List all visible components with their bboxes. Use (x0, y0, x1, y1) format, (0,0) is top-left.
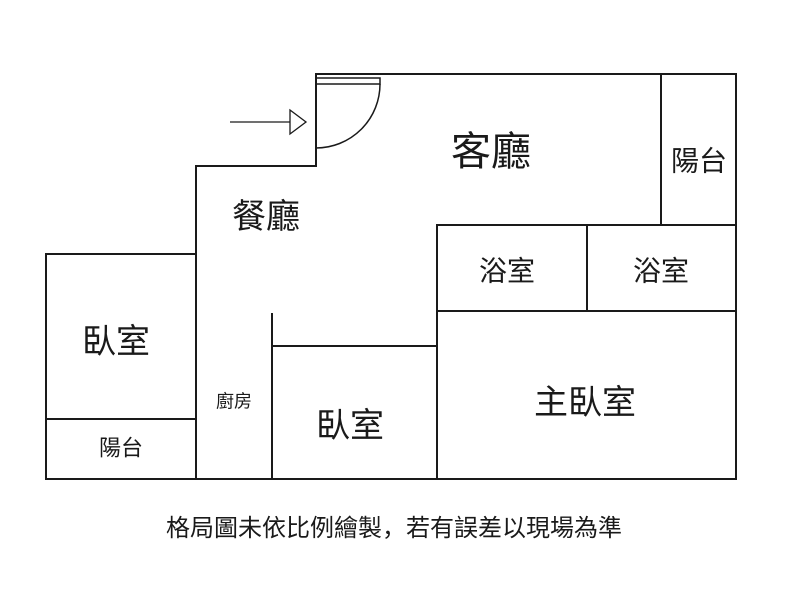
bathroom-1-label: 浴室 (479, 255, 535, 288)
outer-walls (45, 73, 737, 480)
arrow-right-icon (230, 108, 308, 136)
bedroom-middle-label: 臥室 (316, 406, 384, 446)
balcony-top-label: 陽台 (671, 145, 727, 178)
living-room-label: 客廳 (451, 129, 531, 175)
interior-walls (45, 73, 737, 480)
bedroom-left-label: 臥室 (82, 322, 150, 362)
bathroom-2-label: 浴室 (633, 255, 689, 288)
entrance-door (315, 77, 381, 149)
kitchen-label: 廚房 (216, 391, 252, 413)
balcony-bottom-label: 陽台 (99, 437, 143, 462)
master-bedroom-label: 主臥室 (534, 383, 636, 423)
dining-room-label: 餐廳 (232, 197, 300, 237)
door-swing-icon (315, 77, 381, 149)
disclaimer-text: 格局圖未依比例繪製，若有誤差以現場為準 (166, 514, 622, 542)
